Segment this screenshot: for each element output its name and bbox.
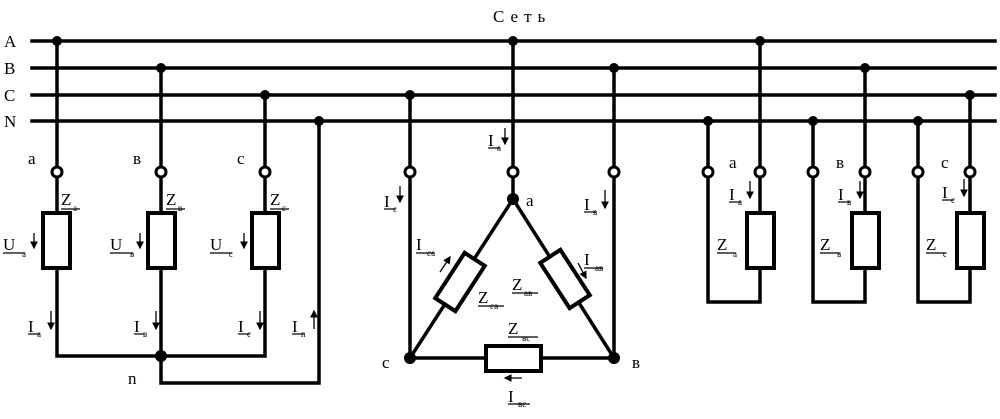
- terminal: [154, 165, 168, 179]
- single-phase-loads: [701, 36, 986, 304]
- single-node-a: a: [729, 153, 737, 172]
- delta-node-a: a: [526, 191, 534, 210]
- svg-text:I: I: [838, 185, 844, 204]
- svg-text:U: U: [110, 235, 122, 254]
- network-title: Сеть: [493, 7, 551, 26]
- svg-text:Z: Z: [478, 288, 488, 307]
- svg-text:I: I: [488, 131, 494, 150]
- svg-text:в: в: [837, 249, 841, 259]
- resistor-zc: [250, 211, 281, 270]
- svg-text:Z: Z: [61, 190, 71, 209]
- label-ia-star: Ia: [28, 311, 55, 339]
- svg-text:Z: Z: [166, 190, 176, 209]
- resistor-zca: [432, 250, 488, 314]
- svg-text:Z: Z: [270, 190, 280, 209]
- bus-label-n: N: [4, 112, 16, 131]
- svg-text:в: в: [130, 249, 134, 259]
- svg-text:I: I: [416, 235, 422, 254]
- svg-text:U: U: [210, 235, 222, 254]
- star-load: [41, 36, 324, 385]
- svg-text:a: a: [73, 203, 77, 213]
- label-ia-single: Ia: [729, 181, 754, 207]
- resistor-za: [41, 211, 72, 270]
- svg-text:Z: Z: [512, 275, 522, 294]
- node-n: n: [128, 369, 137, 388]
- bus-label-c: C: [4, 86, 15, 105]
- resistor-zb-single: [850, 211, 881, 270]
- delta-load: [403, 36, 621, 373]
- resistor-zab: [537, 247, 593, 311]
- svg-text:I: I: [584, 195, 590, 214]
- resistor-zc-single: [955, 211, 986, 270]
- svg-text:Z: Z: [508, 319, 518, 338]
- terminal: [607, 165, 621, 179]
- svg-text:I: I: [28, 317, 34, 336]
- svg-text:I: I: [238, 317, 244, 336]
- node-c: с: [237, 149, 245, 168]
- resistor-zb: [146, 211, 177, 270]
- svg-text:с: с: [229, 249, 233, 259]
- bus-label-a: A: [4, 32, 17, 51]
- delta-node-c: с: [382, 353, 390, 372]
- svg-text:I: I: [508, 387, 514, 406]
- label-ic-single: Iс: [942, 179, 968, 205]
- svg-text:в: в: [143, 329, 147, 339]
- svg-text:a: a: [22, 249, 26, 259]
- svg-text:a: a: [733, 249, 737, 259]
- svg-text:U: U: [3, 235, 15, 254]
- svg-text:I: I: [729, 185, 735, 204]
- label-ib-delta: Iв: [584, 190, 609, 217]
- svg-text:I: I: [942, 183, 948, 202]
- svg-text:I: I: [384, 192, 390, 211]
- neutral-node: [155, 350, 167, 362]
- svg-text:Z: Z: [820, 235, 830, 254]
- label-ib-single: Iв: [838, 181, 864, 207]
- svg-text:с: с: [943, 249, 947, 259]
- node-a: a: [28, 149, 36, 168]
- bus-label-b: B: [4, 59, 15, 78]
- svg-text:I: I: [584, 250, 590, 269]
- svg-text:Z: Z: [717, 235, 727, 254]
- resistor-zbc: [484, 344, 543, 373]
- single-node-b: в: [836, 153, 844, 172]
- terminal: [50, 165, 64, 179]
- terminal: [258, 165, 272, 179]
- svg-text:I: I: [292, 317, 298, 336]
- terminal: [506, 165, 520, 179]
- resistor-za-single: [745, 211, 776, 270]
- svg-text:с: с: [282, 203, 286, 213]
- svg-text:вс: вс: [522, 333, 530, 343]
- label-ic-delta: Iс: [384, 186, 404, 214]
- svg-text:Z: Z: [926, 235, 936, 254]
- single-node-c: с: [941, 153, 949, 172]
- node-b: в: [133, 149, 141, 168]
- svg-text:I: I: [134, 317, 140, 336]
- terminal: [403, 165, 417, 179]
- delta-node-b: в: [632, 353, 640, 372]
- label-ic-star: Iс: [238, 311, 264, 339]
- label-ia-delta: Ia: [488, 128, 509, 153]
- svg-text:в: в: [178, 203, 182, 213]
- label-in: In: [292, 309, 318, 339]
